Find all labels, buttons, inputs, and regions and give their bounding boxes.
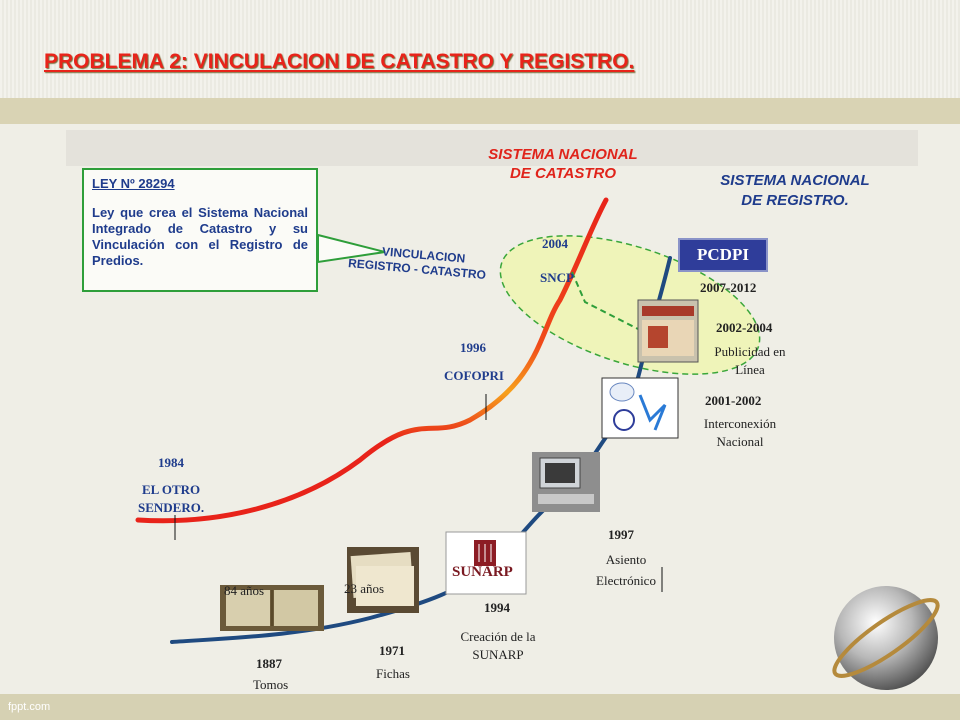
- publicidad-screen-image: [637, 299, 699, 363]
- law-title: LEY Nº 28294: [92, 176, 175, 191]
- registro-header-1: SISTEMA NACIONAL: [720, 172, 870, 189]
- network-image: [601, 377, 679, 439]
- event-2002-line1: Publicidad en: [714, 344, 786, 359]
- event-1984-year: 1984: [158, 455, 184, 470]
- law-box: LEY Nº 28294 Ley que crea el Sistema Nac…: [82, 168, 318, 292]
- pcdpi-badge: PCDPI: [678, 238, 768, 272]
- registro-header-2: DE REGISTRO.: [741, 192, 849, 209]
- event-2002-line2: Línea: [735, 362, 765, 377]
- fichas-badge: 23 años: [344, 581, 385, 596]
- catastro-curve: [135, 197, 609, 524]
- event-2002-year: 2002-2004: [716, 320, 773, 335]
- vinculacion-arrow: [317, 233, 386, 264]
- footer-credit: fppt.com: [8, 701, 51, 713]
- header-stripe: [0, 98, 960, 124]
- event-1997-line1: Asiento: [605, 552, 647, 567]
- event-1984-line2: SENDERO.: [138, 500, 205, 515]
- event-2001-line2: Nacional: [716, 434, 764, 449]
- event-1997-line2: Electrónico: [596, 573, 656, 588]
- catastro-header-1: SISTEMA NACIONAL: [488, 146, 638, 163]
- sunarp-logo-image: [445, 531, 527, 595]
- registro-curve: [170, 256, 672, 644]
- event-2004-year: 2004: [542, 236, 568, 251]
- event-2001-year: 2001-2002: [705, 393, 762, 408]
- event-1971-label: Fichas: [376, 666, 410, 681]
- tomos-badge: 84 años: [224, 583, 265, 598]
- catastro-header-2: DE CATASTRO: [509, 165, 617, 182]
- event-1971-year: 1971: [379, 643, 405, 658]
- computer-image: [532, 452, 600, 512]
- event-1994-line1: Creación de la: [460, 629, 536, 644]
- fichas-cards-image: [347, 547, 419, 613]
- event-1887-label: Tomos: [253, 677, 289, 692]
- event-2001-line1: Interconexión: [703, 416, 777, 431]
- sunarp-logo-text: SUNARP: [452, 564, 513, 580]
- sncp-link-line: [571, 271, 641, 331]
- event-2007-year: 2007-2012: [700, 280, 757, 295]
- tomos-book-image: [220, 585, 324, 631]
- event-1994-year: 1994: [484, 600, 510, 615]
- content-panel-top: [66, 130, 918, 166]
- event-1996-label: COFOPRI: [444, 368, 504, 383]
- law-text: Ley que crea el Sistema Nacional Integra…: [92, 205, 308, 268]
- footer-band: [0, 694, 960, 720]
- header-band: [0, 0, 960, 98]
- event-1996-year: 1996: [460, 340, 486, 355]
- event-2004-label: SNCP: [540, 270, 574, 285]
- slide-title: PROBLEMA 2: VINCULACION DE CATASTRO Y RE…: [44, 50, 635, 73]
- event-1984-line1: EL OTRO: [142, 482, 201, 497]
- event-1997-year: 1997: [608, 527, 634, 542]
- event-1887-year: 1887: [256, 656, 282, 671]
- globe-icon: [832, 586, 940, 690]
- event-1994-line2: SUNARP: [472, 647, 524, 662]
